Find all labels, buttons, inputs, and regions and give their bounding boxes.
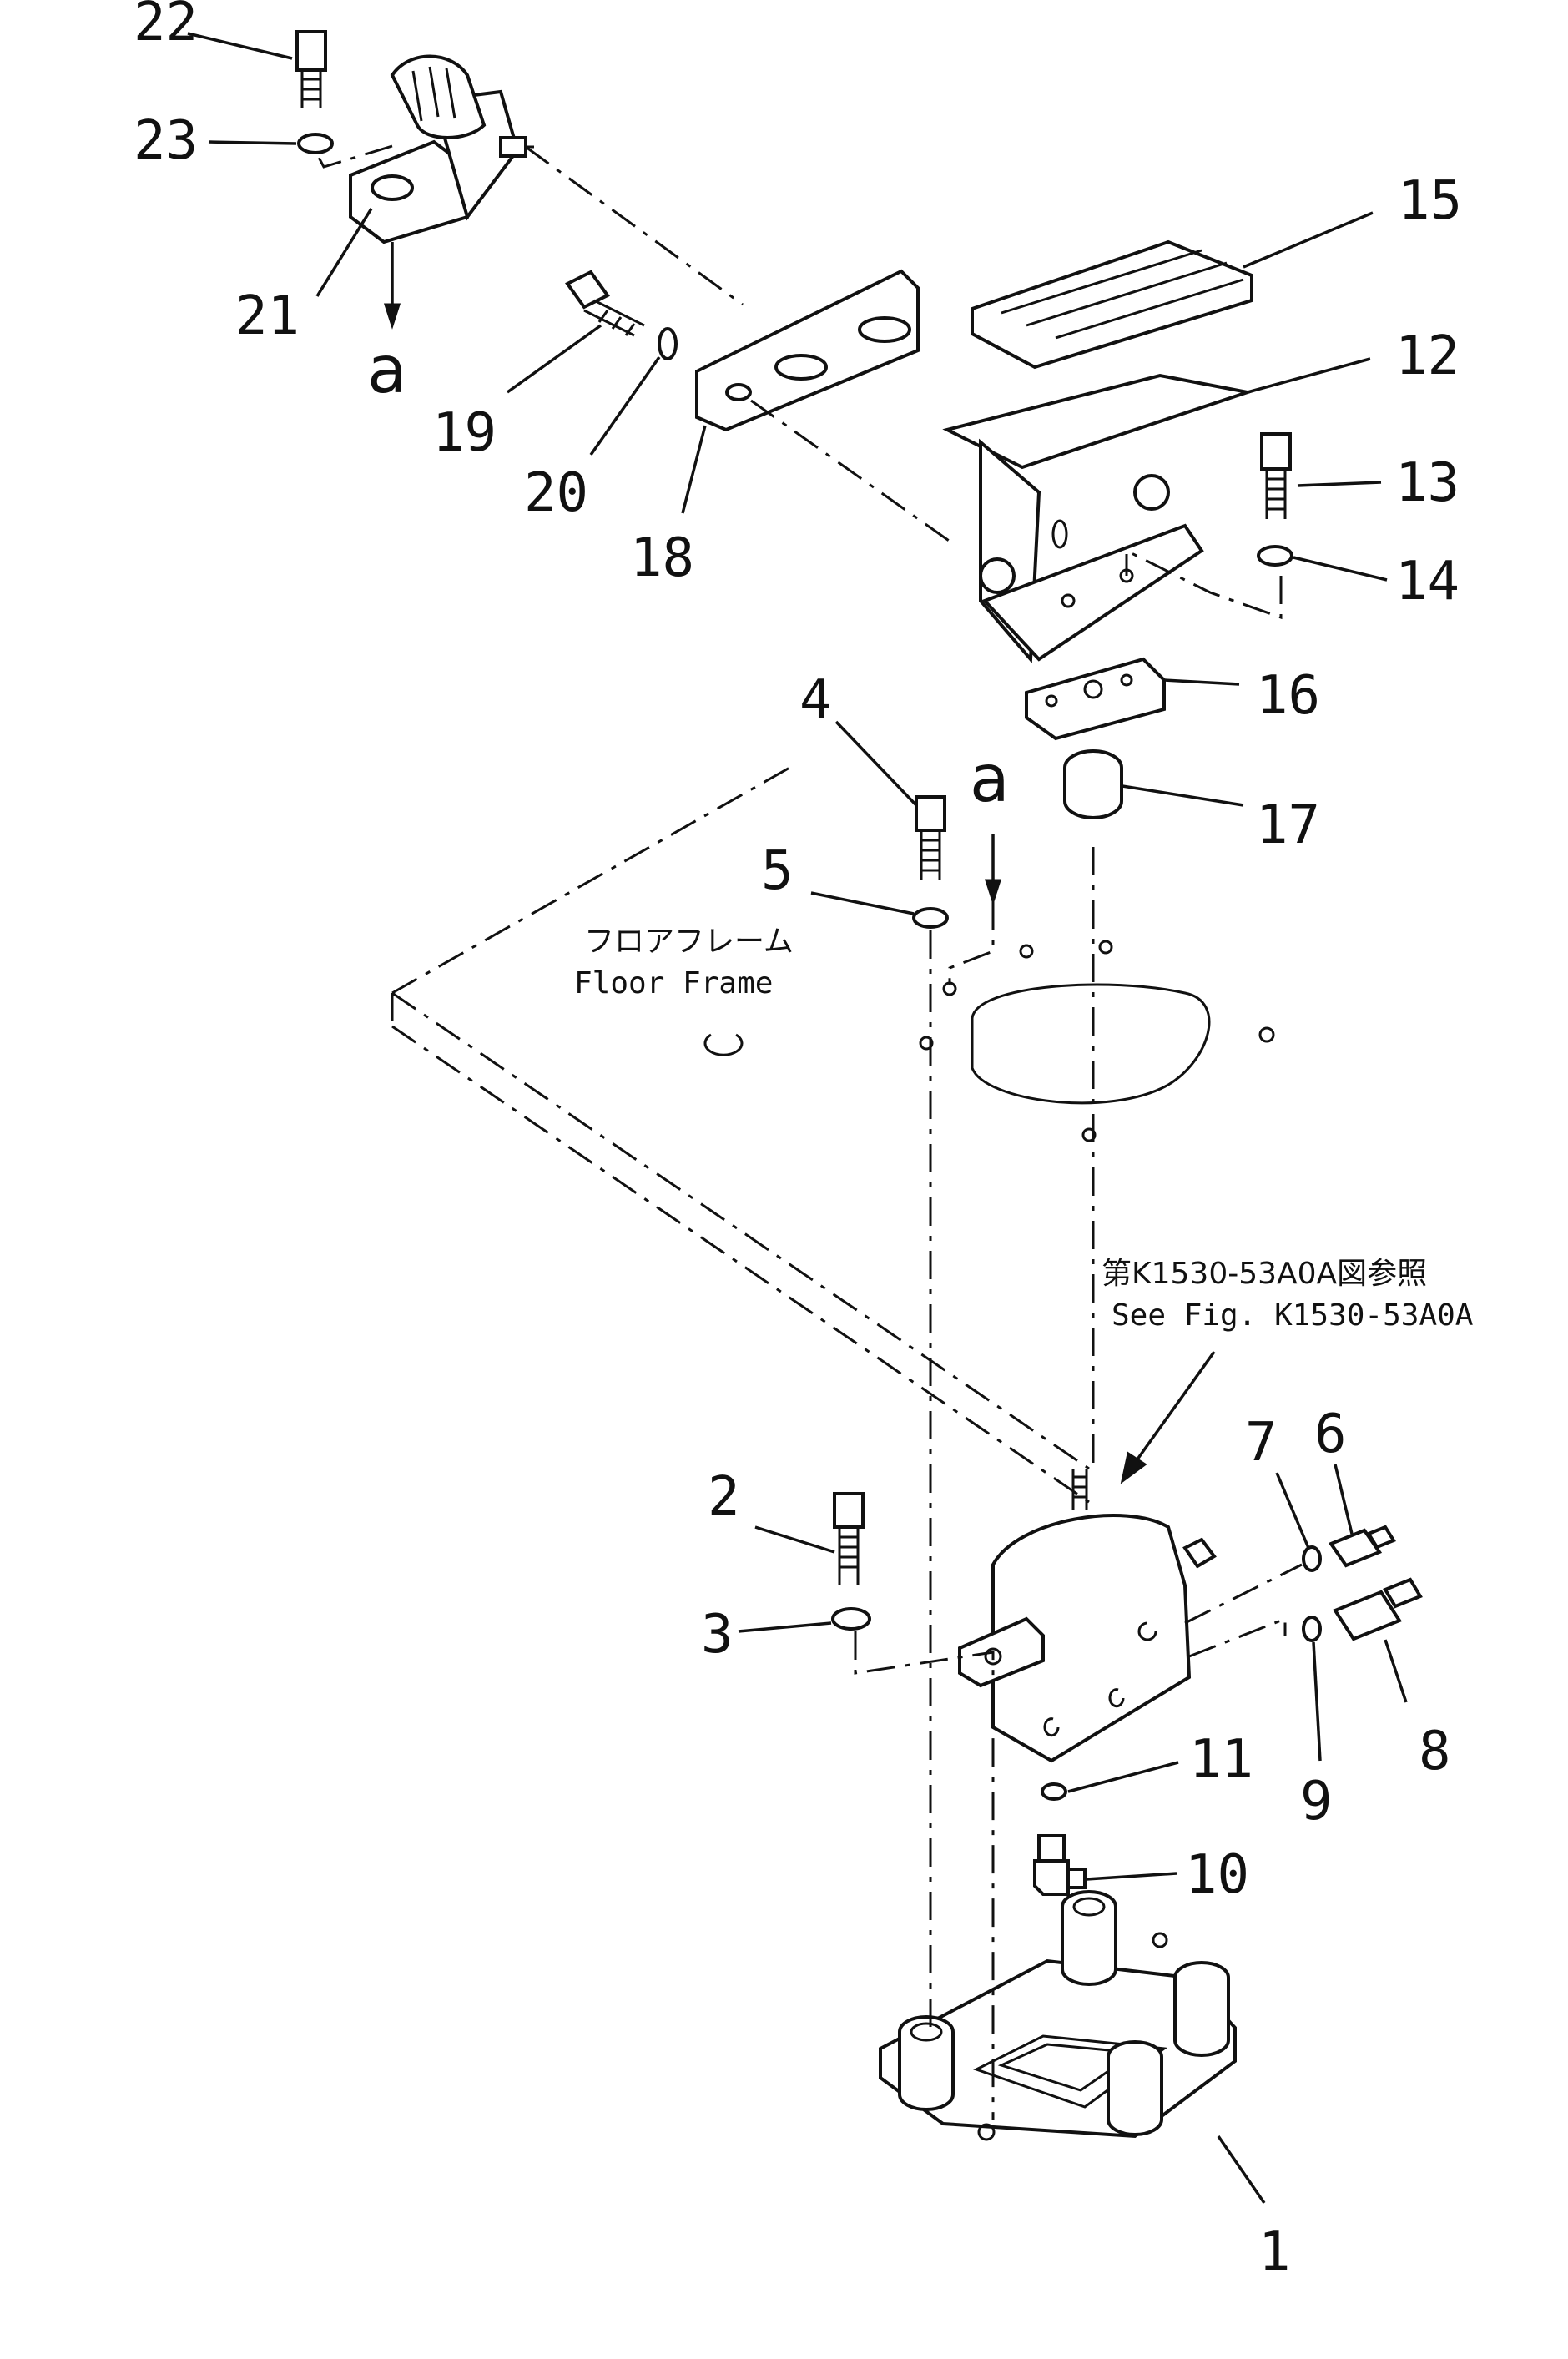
assembly-line-3-base: [854, 1631, 995, 2120]
callout-18: 18: [630, 527, 694, 589]
washer-20: [658, 327, 678, 360]
base-plate-1: [879, 1890, 1237, 2141]
floor-frame-label-jp: フロアフレーム: [584, 925, 794, 959]
elbow-10: [1033, 1834, 1087, 1896]
callout-2: 2: [708, 1466, 740, 1528]
marker-a-top: a: [367, 333, 407, 408]
o-ring-11: [1041, 1782, 1067, 1801]
callout-3: 3: [701, 1604, 734, 1666]
assembly-line-valve-fitting8: [1188, 1616, 1287, 1658]
callout-5: 5: [761, 840, 794, 902]
pedal-pad-15: [971, 239, 1253, 370]
washer-5: [912, 907, 949, 929]
washer-23: [297, 133, 334, 154]
bolt-2: [833, 1492, 865, 1585]
callout-19: 19: [432, 402, 497, 464]
o-ring-7: [1302, 1545, 1322, 1572]
marker-a-mid: a: [970, 742, 1010, 817]
callout-8: 8: [1419, 1721, 1451, 1782]
callout-6: 6: [1314, 1404, 1347, 1465]
callout-9: 9: [1300, 1771, 1333, 1832]
callout-22: 22: [134, 0, 198, 53]
assembly-line-14-12: [1125, 548, 1283, 620]
reference-label-en: See Fig. K1530-53A0A: [1112, 1298, 1474, 1333]
arrow-a-top: [383, 242, 401, 330]
bolt-13: [1260, 432, 1292, 519]
fitting-6: [1328, 1525, 1396, 1568]
block-16: [1025, 657, 1166, 741]
callout-13: 13: [1395, 452, 1460, 514]
assembly-line-23-21: [315, 144, 393, 169]
callout-7: 7: [1245, 1412, 1278, 1474]
o-ring-9: [1302, 1616, 1322, 1642]
floor-frame: [391, 762, 1275, 1504]
callout-4: 4: [799, 669, 832, 731]
bracket-21: [349, 54, 534, 244]
arrow-a-mid: [984, 834, 1002, 905]
pedal-12: [942, 373, 1254, 664]
callout-10: 10: [1185, 1844, 1249, 1906]
callout-11: 11: [1189, 1729, 1253, 1791]
washer-3: [831, 1607, 871, 1631]
assembly-line-a-marker: [948, 901, 995, 985]
nut-17: [1063, 749, 1123, 819]
callout-1: 1: [1258, 2221, 1291, 2283]
washer-14: [1257, 545, 1293, 567]
assembly-line-valve-fittings: [1184, 1563, 1303, 1625]
callout-21: 21: [235, 285, 300, 347]
callout-17: 17: [1256, 794, 1320, 856]
callout-15: 15: [1398, 170, 1462, 232]
callout-12: 12: [1395, 325, 1460, 387]
leader-lines: [187, 32, 1408, 2204]
bolt-22: [295, 30, 327, 108]
assembly-line-18-12: [750, 399, 952, 544]
bolt-4: [915, 795, 946, 880]
callout-20: 20: [524, 462, 588, 524]
arrow-reference: [1120, 1350, 1216, 1484]
assembly-line-21-18: [525, 145, 744, 306]
fitting-8: [1333, 1577, 1423, 1641]
bolt-19: [565, 270, 645, 337]
callout-16: 16: [1256, 665, 1320, 727]
floor-frame-label-en: Floor Frame: [574, 966, 773, 1001]
reference-label-jp: 第K1530-53A0A図参照: [1102, 1257, 1427, 1291]
pedal-valve: [958, 1469, 1217, 1763]
plate-18: [695, 269, 920, 432]
callout-23: 23: [134, 110, 198, 172]
callout-14: 14: [1395, 551, 1460, 612]
